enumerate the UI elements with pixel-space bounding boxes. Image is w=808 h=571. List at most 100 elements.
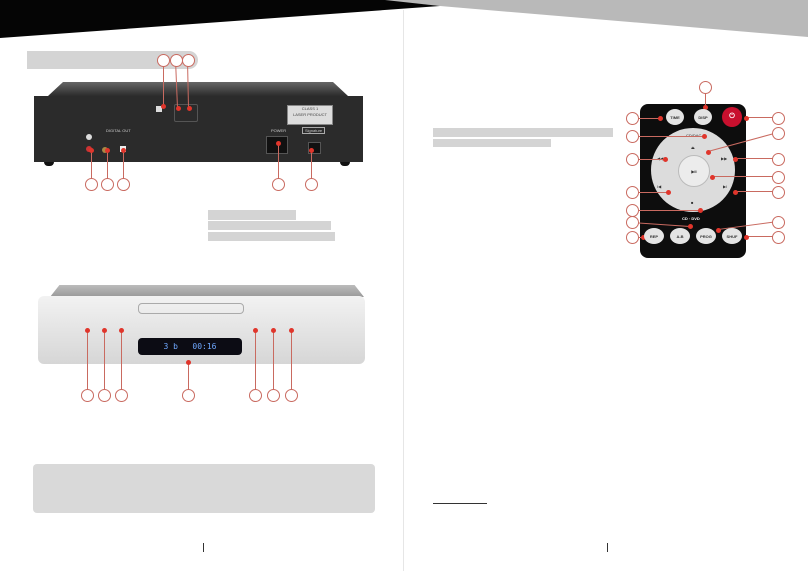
power-button: ⏻ <box>722 107 742 127</box>
callout-leader <box>254 330 256 395</box>
callout-circle <box>181 388 195 402</box>
callout-target-dot <box>732 156 738 162</box>
underline-rule <box>433 503 487 504</box>
callout-circle <box>771 215 785 229</box>
callout-target-dot <box>186 105 192 111</box>
callout-target-dot <box>657 115 663 121</box>
callout-circle <box>284 388 298 402</box>
rear-unit-image: CLASS 1 LASER PRODUCT POWER Signature DI… <box>34 96 363 162</box>
ab-button: A-B <box>670 228 690 244</box>
callout-target-dot <box>104 147 110 153</box>
callout-target-dot <box>160 103 166 109</box>
callout-target-dot <box>288 327 294 333</box>
page-number-mark <box>203 543 204 552</box>
callout-leader <box>310 150 312 184</box>
open-button: ⏏ <box>691 145 695 150</box>
callout-leader <box>90 150 92 184</box>
callout-leader <box>632 210 700 211</box>
callout-target-dot <box>640 234 646 240</box>
mode-label: CD · DVD <box>682 216 700 221</box>
callout-leader <box>290 330 292 395</box>
text-placeholder-bar <box>433 128 613 137</box>
callout-circle <box>771 230 785 244</box>
callout-circle <box>116 177 130 191</box>
callout-leader <box>632 192 668 193</box>
callout-target-dot <box>185 359 191 365</box>
callout-target-dot <box>697 207 703 213</box>
callout-circle <box>625 111 639 125</box>
callout-target-dot <box>175 105 181 111</box>
disc-slot <box>138 303 244 314</box>
callout-target-dot <box>101 327 107 333</box>
brand-badge: Signature <box>302 127 326 134</box>
shuf-button: SHUF <box>722 228 742 244</box>
callout-target-dot <box>687 223 693 229</box>
callout-target-dot <box>275 140 281 146</box>
foot <box>44 162 54 166</box>
callout-circle <box>771 185 785 199</box>
laser-label-line: LASER PRODUCT <box>292 112 327 117</box>
front-display: 3 b 00:16 <box>138 338 242 355</box>
page-divider <box>403 10 404 571</box>
power-label: POWER <box>271 128 287 133</box>
usb-port <box>156 106 162 112</box>
callout-target-dot <box>702 104 708 110</box>
callout-target-dot <box>705 149 711 155</box>
callout-circle <box>625 203 639 217</box>
callout-leader <box>632 159 665 160</box>
callout-leader <box>704 87 706 107</box>
callout-target-dot <box>252 327 258 333</box>
callout-circle <box>114 388 128 402</box>
callout-target-dot <box>743 115 749 121</box>
callout-leader <box>103 330 105 395</box>
callout-circle <box>698 80 712 94</box>
page-number-mark <box>607 543 608 552</box>
callout-target-dot <box>308 147 314 153</box>
callout-circle <box>80 388 94 402</box>
disp-button: DISP <box>694 109 712 125</box>
callout-circle <box>156 53 170 67</box>
prog-button: PROG <box>696 228 716 244</box>
callout-leader <box>162 60 164 106</box>
callout-target-dot <box>662 156 668 162</box>
callout-circle <box>248 388 262 402</box>
callout-leader <box>632 118 660 119</box>
callout-circle <box>304 177 318 191</box>
callout-circle <box>771 126 785 140</box>
rewind-button: ◀◀ <box>657 156 663 161</box>
callout-circle <box>271 177 285 191</box>
callout-target-dot <box>118 327 124 333</box>
foot <box>340 162 350 166</box>
callout-circle <box>771 170 785 184</box>
callout-leader <box>106 150 108 184</box>
callout-leader <box>272 330 274 395</box>
prev-button: I◀ <box>657 184 662 189</box>
callout-circle <box>625 152 639 166</box>
callout-circle <box>266 388 280 402</box>
nav-ring: ▶II CD/DAC ⏏ ◀◀ ▶▶ I◀ ▶I ■ <box>651 128 735 212</box>
callout-circle <box>181 53 195 67</box>
time-button: TIME <box>666 109 684 125</box>
callout-leader <box>712 176 778 177</box>
callout-target-dot <box>715 227 721 233</box>
section-heading-bar <box>27 51 198 69</box>
front-unit-top <box>50 285 364 297</box>
laser-label: CLASS 1 LASER PRODUCT <box>287 105 333 125</box>
callout-circle <box>771 152 785 166</box>
note-box <box>33 464 375 513</box>
callout-leader <box>122 150 124 184</box>
text-placeholder-bar <box>433 139 551 147</box>
callout-circle <box>625 129 639 143</box>
callout-leader <box>120 330 122 395</box>
callout-target-dot <box>88 147 94 153</box>
callout-target-dot <box>84 327 90 333</box>
callout-target-dot <box>270 327 276 333</box>
callout-leader <box>187 362 189 395</box>
callout-target-dot <box>743 234 749 240</box>
digital-out-label: DIGITAL OUT <box>106 128 131 133</box>
callout-circle <box>625 185 639 199</box>
remote-control-image: TIME DISP ⏻ ▶II CD/DAC ⏏ ◀◀ ▶▶ I◀ ▶I ■ C… <box>640 104 746 258</box>
play-pause-button: ▶II <box>678 155 710 187</box>
input-group <box>174 104 198 122</box>
